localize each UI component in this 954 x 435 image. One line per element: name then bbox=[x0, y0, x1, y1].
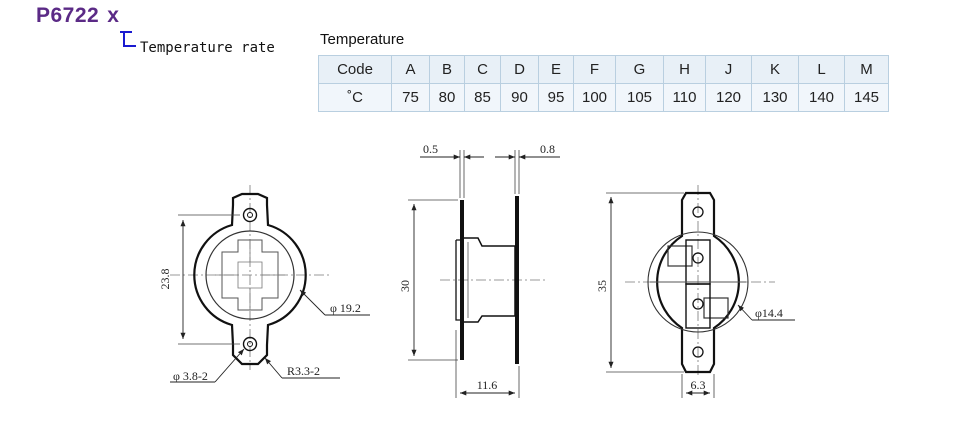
temperature-cell: 110 bbox=[663, 83, 706, 112]
code-cell: B bbox=[429, 55, 465, 84]
back-height-label: 35 bbox=[595, 280, 609, 292]
side-view: 0.5 0.8 30 11.6 bbox=[398, 142, 560, 398]
unit-header: ˚C bbox=[318, 83, 392, 112]
technical-drawing: 23.8 φ 19.2 φ 3.8-2 R3.3-2 0.5 0.8 bbox=[158, 142, 795, 398]
code-cell: C bbox=[464, 55, 501, 84]
rate-label: Temperature rate bbox=[140, 40, 275, 56]
hole-diameter-label: φ 3.8-2 bbox=[173, 369, 208, 383]
back-width-label: 6.3 bbox=[691, 378, 706, 392]
part-code: P6722 x bbox=[36, 4, 119, 28]
code-header: Code bbox=[318, 55, 392, 84]
temperature-cell: 145 bbox=[844, 83, 889, 112]
temperature-cell: 105 bbox=[615, 83, 664, 112]
rate-bracket bbox=[120, 31, 136, 47]
temperature-cell: 80 bbox=[429, 83, 465, 112]
front-height-label: 23.8 bbox=[158, 269, 172, 290]
temperature-cell: 75 bbox=[391, 83, 430, 112]
back-view: 35 φ14.4 6.3 bbox=[595, 185, 795, 398]
code-cell: G bbox=[615, 55, 664, 84]
temperature-cell: 95 bbox=[538, 83, 574, 112]
code-cell: A bbox=[391, 55, 430, 84]
code-cell: L bbox=[798, 55, 845, 84]
temperature-cell: 130 bbox=[751, 83, 799, 112]
side-top-left-label: 0.5 bbox=[423, 142, 438, 156]
part-number: P6722 bbox=[36, 4, 100, 27]
temperature-cell: 120 bbox=[705, 83, 752, 112]
temperature-cell: 85 bbox=[464, 83, 501, 112]
code-cell: M bbox=[844, 55, 889, 84]
temperature-cell: 90 bbox=[500, 83, 539, 112]
code-suffix: x bbox=[107, 4, 120, 27]
side-top-right-label: 0.8 bbox=[540, 142, 555, 156]
side-height-label: 30 bbox=[398, 280, 412, 292]
back-diameter-label: φ14.4 bbox=[755, 306, 783, 320]
code-cell: J bbox=[705, 55, 752, 84]
code-cell: K bbox=[751, 55, 799, 84]
temperature-title: Temperature bbox=[320, 31, 405, 48]
corner-radius-label: R3.3-2 bbox=[287, 364, 320, 378]
front-diameter-label: φ 19.2 bbox=[330, 301, 361, 315]
front-view: 23.8 φ 19.2 φ 3.8-2 R3.3-2 bbox=[158, 185, 370, 383]
code-cell: F bbox=[573, 55, 616, 84]
code-cell: H bbox=[663, 55, 706, 84]
side-width-label: 11.6 bbox=[477, 378, 498, 392]
code-cell: E bbox=[538, 55, 574, 84]
code-cell: D bbox=[500, 55, 539, 84]
temperature-cell: 140 bbox=[798, 83, 845, 112]
temperature-cell: 100 bbox=[573, 83, 616, 112]
